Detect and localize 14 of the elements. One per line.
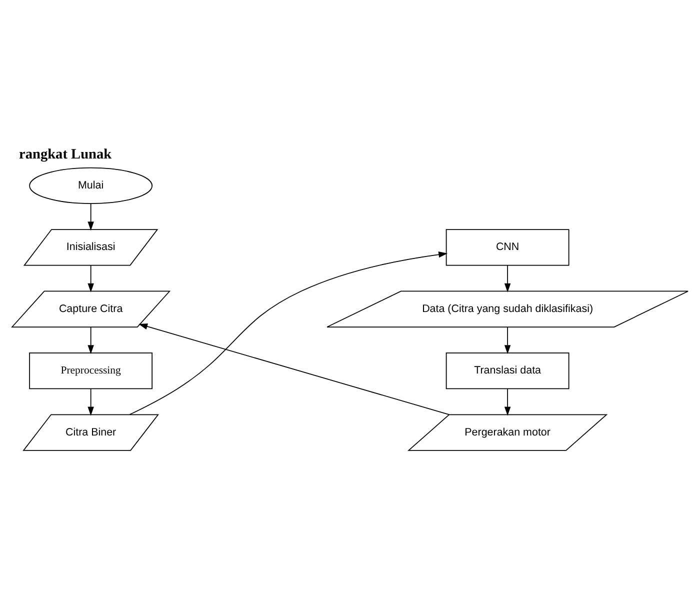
node-box: Translasi data <box>446 352 570 390</box>
arrow <box>88 326 94 354</box>
diagram-title: rangkat Lunak <box>19 146 112 163</box>
node-box: Preprocessing <box>29 352 153 390</box>
arrow <box>504 388 511 416</box>
node-ellipse: Mulai <box>29 167 153 204</box>
arrow <box>138 323 450 415</box>
arrow <box>88 264 94 292</box>
arrow <box>88 203 94 231</box>
arrow <box>129 251 448 415</box>
arrow <box>88 388 94 416</box>
node-box: CNN <box>446 229 570 266</box>
arrow <box>504 326 511 354</box>
arrow <box>504 264 511 292</box>
